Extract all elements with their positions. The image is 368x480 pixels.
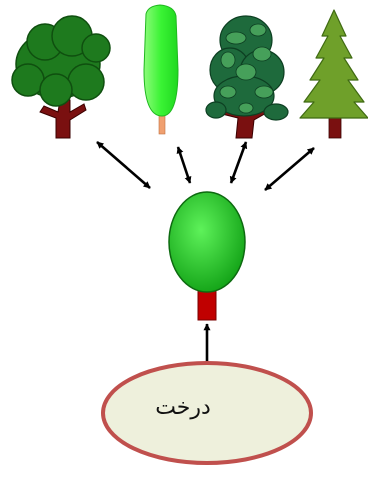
pine-tree-icon bbox=[299, 9, 368, 139]
tree-crown bbox=[168, 191, 246, 293]
tree-crown bbox=[143, 4, 179, 117]
concept-ellipse bbox=[101, 361, 313, 465]
tree-trunk bbox=[39, 99, 87, 139]
broadleaf-tree-icon bbox=[11, 15, 111, 139]
poplar-tree-icon bbox=[143, 4, 179, 135]
tree-crown bbox=[299, 9, 368, 119]
arrow-to-pine bbox=[264, 147, 315, 191]
concept-label: درخت bbox=[155, 395, 211, 420]
crown-spots bbox=[219, 23, 274, 114]
tree-trunk bbox=[197, 287, 217, 321]
relation-arrows bbox=[96, 141, 315, 191]
tree-crown bbox=[11, 15, 111, 107]
arrow-to-poplar bbox=[176, 146, 192, 184]
arrow-to-spotted bbox=[229, 141, 248, 184]
spotted-tree-icon bbox=[205, 15, 289, 139]
generic-tree-icon bbox=[168, 191, 246, 321]
arrow-to-broadleaf bbox=[96, 141, 151, 189]
